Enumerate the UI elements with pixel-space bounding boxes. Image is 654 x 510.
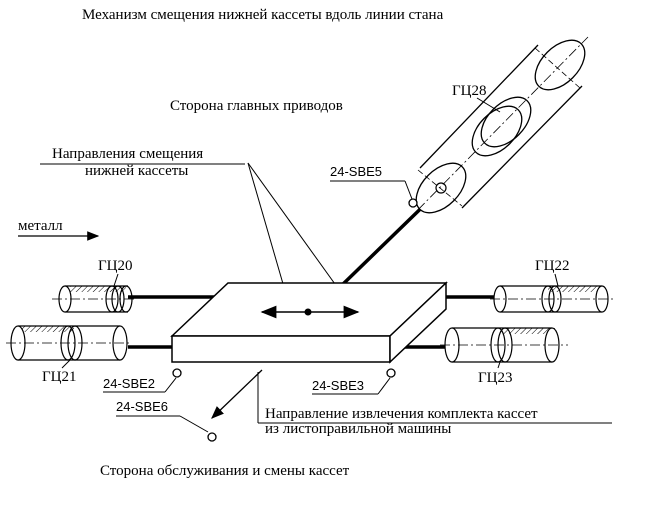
gc22-label: ГЦ22	[535, 258, 570, 274]
sbe3-sensor	[386, 368, 396, 378]
sbe6-sensor	[207, 432, 217, 442]
gc21-label: ГЦ21	[42, 369, 77, 385]
sbe2-label: 24-SBE2	[103, 376, 155, 391]
gc20-label-leader	[113, 273, 119, 287]
shift-directions-label-line1: Направления смещения	[52, 146, 203, 162]
extraction-direction-label-line1: Направление извлечения комплекта кассет	[265, 406, 538, 422]
sbe2-sensor	[172, 368, 182, 378]
shift-arrow-center	[304, 308, 312, 316]
lower-cassette-plate	[170, 281, 448, 364]
gc28-cylinder	[404, 36, 589, 224]
sbe3-label: 24-SBE3	[312, 378, 364, 393]
sbe5-leader-2	[404, 180, 413, 200]
gc23-label: ГЦ23	[478, 370, 513, 386]
gc21-label-leader	[61, 359, 71, 369]
main-drives-side-label: Сторона главных приводов	[170, 98, 343, 114]
metal-label: металл	[18, 218, 63, 234]
gc20-label: ГЦ20	[98, 258, 133, 274]
sbe6-label: 24-SBE6	[116, 399, 168, 414]
gc23-cylinder	[440, 327, 568, 363]
service-side-label: Сторона обслуживания и смены кассет	[100, 463, 350, 479]
gc28-label: ГЦ28	[452, 83, 487, 99]
diagram-title: Механизм смещения нижней кассеты вдоль л…	[82, 7, 444, 23]
gc21-cylinder	[6, 325, 132, 361]
sbe6-leader-2	[179, 415, 209, 433]
gc22-cylinder	[490, 285, 614, 313]
sbe2-leader-2	[164, 377, 177, 393]
shift-directions-label-line2: нижней кассеты	[85, 163, 188, 179]
gc22-label-leader	[554, 273, 559, 287]
shift-leader-2	[247, 162, 346, 299]
extraction-arrow	[211, 369, 263, 419]
sbe5-sensor	[408, 198, 418, 208]
sbe3-leader-2	[377, 377, 391, 395]
extraction-direction-label-line2: из листоправильной машины	[265, 421, 451, 437]
gc28-label-leader	[476, 97, 501, 113]
gc20-cylinder	[52, 285, 136, 313]
sbe5-label: 24-SBE5	[330, 164, 382, 179]
gc23-label-leader	[497, 361, 501, 369]
